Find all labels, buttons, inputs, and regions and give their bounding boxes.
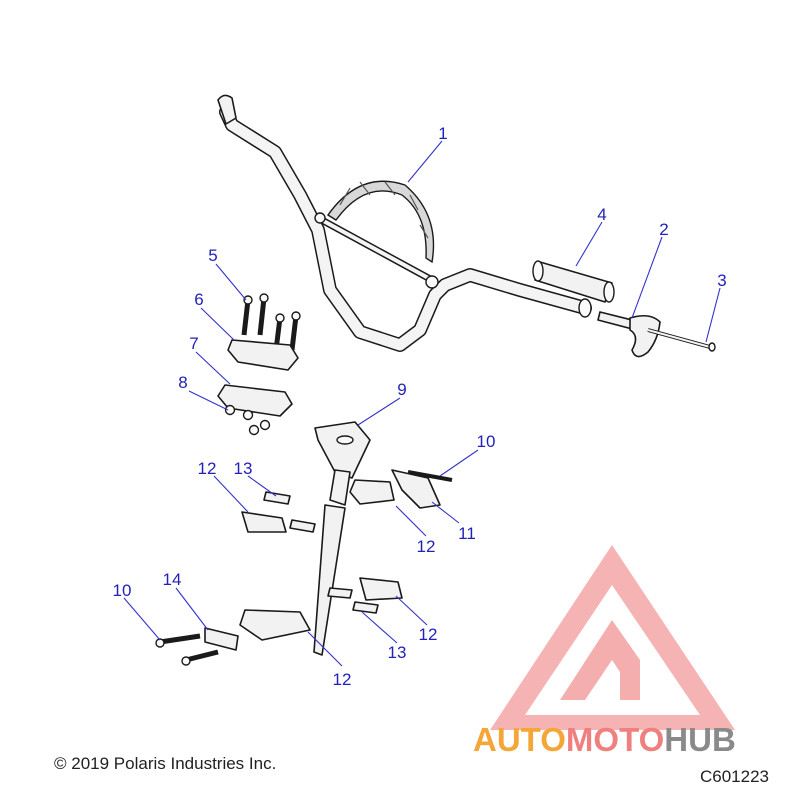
callout-5: 5 bbox=[208, 246, 217, 265]
upper-clamp bbox=[227, 339, 299, 371]
nuts bbox=[224, 404, 271, 436]
callout-9: 9 bbox=[397, 380, 406, 399]
right-clamp bbox=[349, 469, 453, 509]
upper-bushings bbox=[241, 491, 316, 533]
watermark-hub: HUB bbox=[664, 721, 736, 758]
watermark-moto: MOTO bbox=[565, 721, 665, 758]
figure-id: C601223 bbox=[700, 767, 770, 786]
callout-1: 1 bbox=[438, 124, 447, 143]
callout-14: 14 bbox=[163, 570, 182, 589]
leader-lines bbox=[123, 140, 721, 667]
throttle-assembly bbox=[597, 311, 716, 358]
callout-11: 11 bbox=[458, 524, 476, 543]
callout-6: 6 bbox=[194, 290, 203, 309]
callout-7: 7 bbox=[189, 334, 198, 353]
callout-10-left: 10 bbox=[113, 581, 132, 600]
handlebar bbox=[217, 94, 592, 352]
callout-2: 2 bbox=[659, 220, 668, 239]
callout-12-lower-right: 12 bbox=[419, 625, 438, 644]
callout-labels: 1 2 3 4 5 6 7 8 9 10 11 12 13 12 10 14 1… bbox=[113, 124, 727, 689]
callout-12-middle-right: 12 bbox=[417, 537, 436, 556]
callout-10-right: 10 bbox=[477, 432, 496, 451]
lower-bracket bbox=[239, 577, 403, 641]
grip-tube bbox=[532, 260, 615, 303]
callout-13-upper: 13 bbox=[234, 459, 253, 478]
callout-12-bottom: 12 bbox=[333, 670, 352, 689]
watermark-auto: AUTO bbox=[473, 721, 566, 758]
plate-and-bolts bbox=[155, 627, 239, 666]
lower-clamp bbox=[217, 384, 293, 417]
callout-12-upper-left: 12 bbox=[198, 459, 217, 478]
callout-13-lower: 13 bbox=[388, 643, 407, 662]
watermark-logo bbox=[490, 545, 735, 730]
watermark-text: AUTOMOTOHUB bbox=[473, 721, 736, 759]
callout-8: 8 bbox=[178, 373, 187, 392]
callout-3: 3 bbox=[717, 271, 726, 290]
steering-post bbox=[313, 421, 371, 656]
copyright-notice: © 2019 Polaris Industries Inc. bbox=[54, 754, 277, 773]
callout-4: 4 bbox=[597, 205, 606, 224]
